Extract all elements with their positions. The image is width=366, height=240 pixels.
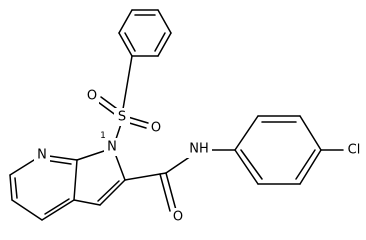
chlorophenyl-ring	[234, 115, 344, 185]
sulfonyl-oxygen-top-label: O	[87, 89, 97, 104]
pyridine-ring	[9, 154, 78, 221]
carboxamide-group	[124, 149, 236, 212]
carbonyl-oxygen-label: O	[173, 210, 183, 225]
sulfonyl-oxygen-right-label: O	[151, 121, 161, 136]
sulfur-label: S	[118, 110, 126, 125]
pyridine-nitrogen-label: N	[37, 148, 47, 163]
amide-nitrogen-label: NH	[189, 142, 209, 157]
chemical-structure: S O O N 1 N NH O Cl	[9, 9, 364, 226]
atom-labels: S O O N 1 N NH O Cl	[34, 87, 364, 226]
indole-nitrogen-locant: 1	[100, 131, 106, 141]
indole-nitrogen-label: N	[107, 140, 117, 155]
chlorine-label: Cl	[348, 143, 361, 158]
phenyl-ring	[118, 9, 172, 57]
pyrrole-ring	[73, 147, 126, 206]
